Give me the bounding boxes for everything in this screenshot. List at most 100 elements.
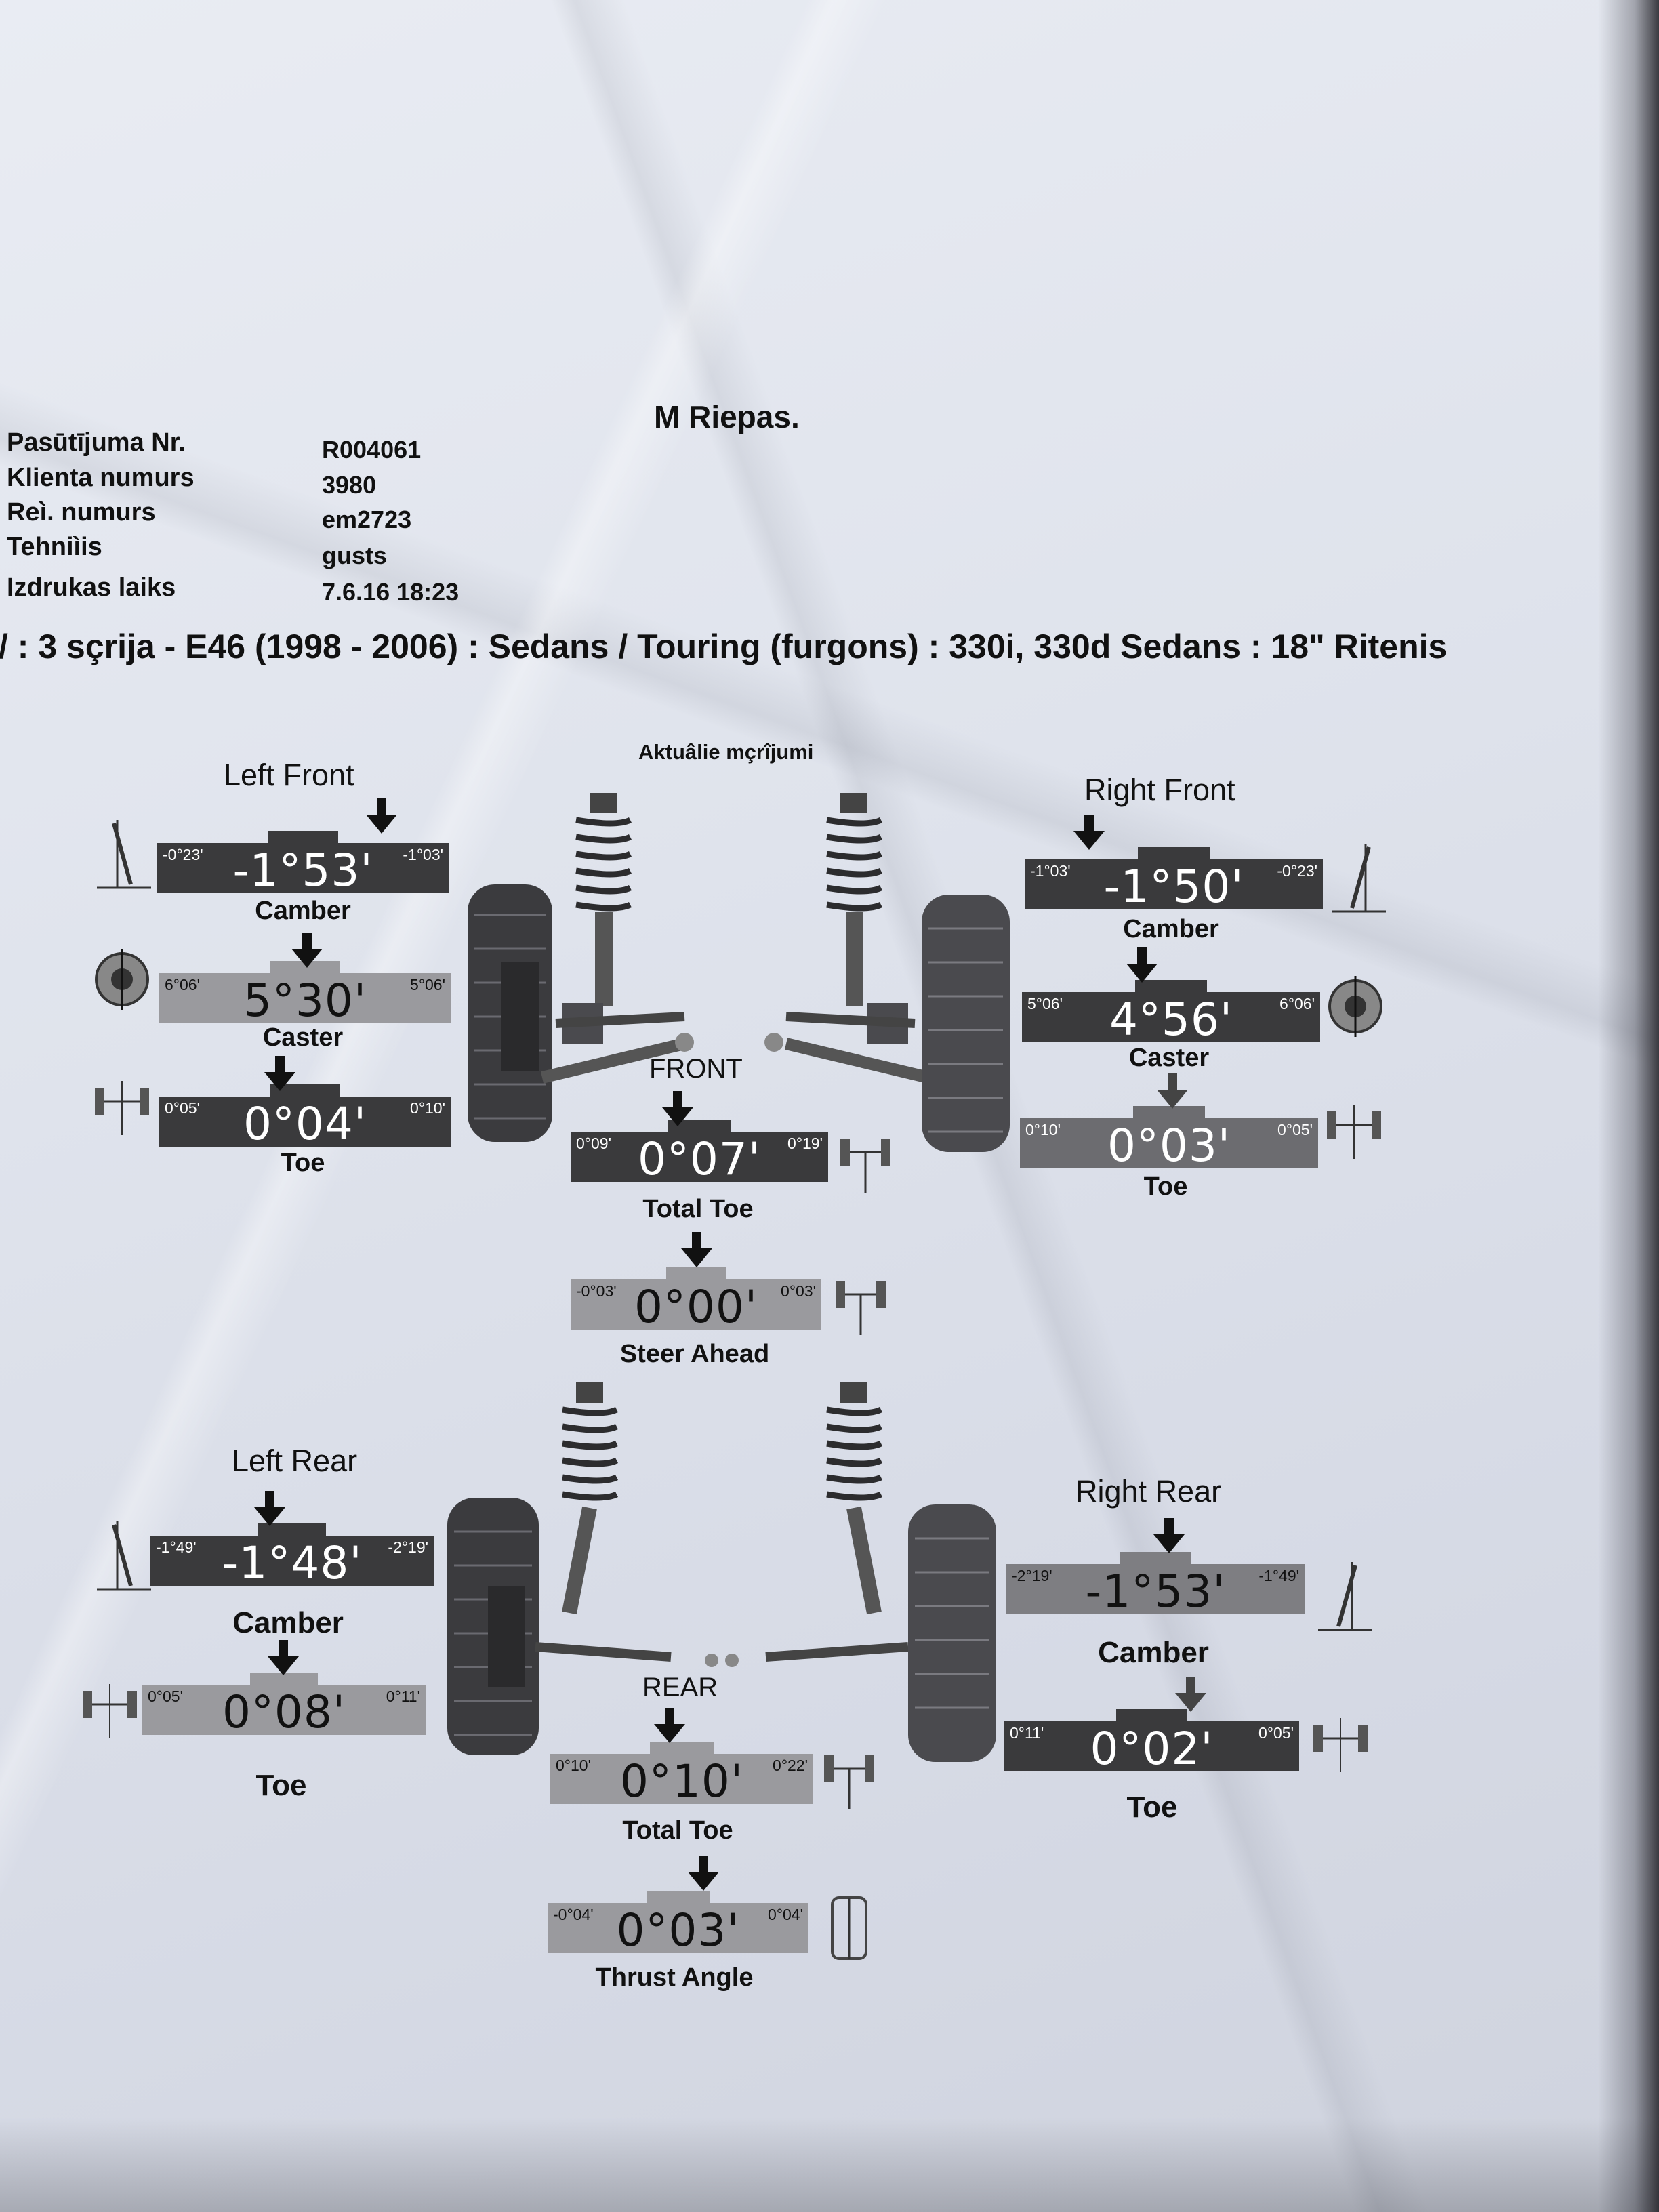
gauge-notch: [1116, 1709, 1187, 1725]
down-arrow-icon: [1126, 947, 1158, 983]
gauge-value: -1°53': [1085, 1565, 1226, 1618]
gauge-min: -1°03': [1030, 862, 1071, 880]
print-time-label: Izdrukas laiks: [7, 573, 176, 602]
gauge-notch: [258, 1523, 327, 1540]
gauge-notch: [1133, 1106, 1205, 1122]
right-front-caster-label: Caster: [1128, 1044, 1210, 1072]
left-rear-camber-label: Camber: [232, 1606, 344, 1639]
gauge-value: 0°04': [243, 1098, 367, 1150]
right-rear-camber-label: Camber: [1098, 1636, 1209, 1669]
gauge-min: 6°06': [165, 976, 200, 994]
client-number-value: 3980: [322, 471, 377, 499]
gauge-notch: [1138, 847, 1210, 863]
gauge-value: -1°48': [222, 1537, 363, 1589]
thrust-angle-gauge: -0°04' 0°04' 0°03': [548, 1891, 808, 1954]
left-rear-toe-gauge: 0°05' 0°11' 0°08': [142, 1673, 426, 1736]
down-arrow-icon: [254, 1491, 285, 1526]
gauge-bar: [1022, 992, 1320, 1042]
gauge-bar: [548, 1903, 808, 1953]
gauge-min: -2°19': [1012, 1567, 1052, 1584]
gauge-min: 0°05': [165, 1099, 200, 1117]
left-rear-label: Left Rear: [232, 1443, 358, 1478]
down-arrow-icon: [366, 798, 397, 834]
gauge-bar: [571, 1132, 828, 1182]
rear-total-toe-label: Total Toe: [622, 1816, 733, 1845]
left-front-camber-label: Camber: [255, 897, 351, 925]
gauge-max: -0°23': [1277, 862, 1317, 880]
total-toe-diagram-icon: [840, 1139, 890, 1193]
down-arrow-icon: [681, 1232, 712, 1267]
gauge-max: 0°11': [386, 1687, 420, 1705]
gauge-bar: [142, 1685, 426, 1735]
right-rear-toe-gauge: 0°11' 0°05' 0°02': [1004, 1709, 1299, 1773]
gauge-max: 0°10': [410, 1099, 445, 1117]
gauge-bar: [1020, 1118, 1318, 1168]
gauge-value: 0°07': [637, 1133, 762, 1185]
rear-axle-label: REAR: [642, 1673, 718, 1702]
rear-total-toe-gauge: 0°10' 0°22' 0°10': [550, 1742, 813, 1807]
down-arrow-icon: [1157, 1073, 1188, 1109]
down-arrow-icon: [264, 1056, 295, 1091]
gauge-min: 0°05': [148, 1687, 183, 1705]
right-front-caster-gauge: 5°06' 6°06' 4°56': [1022, 980, 1320, 1046]
down-arrow-icon: [1153, 1518, 1185, 1553]
right-front-camber-label: Camber: [1123, 915, 1219, 943]
gauge-min: -1°49': [156, 1538, 197, 1556]
gauge-min: -0°03': [576, 1282, 617, 1300]
print-time-value: 7.6.16 18:23: [322, 578, 459, 606]
steer-ahead-label: Steer Ahead: [619, 1340, 770, 1368]
gauge-bar: [157, 843, 449, 893]
gauge-notch: [1135, 980, 1207, 996]
steer-ahead-diagram-icon: [836, 1281, 886, 1335]
gauge-bar: [1006, 1564, 1305, 1614]
gauge-min: 5°06': [1027, 995, 1063, 1012]
down-arrow-icon: [1175, 1677, 1206, 1712]
gauge-notch: [268, 831, 338, 847]
gauge-bar: [1004, 1721, 1299, 1771]
right-rear-camber-gauge: -2°19' -1°49' -1°53': [1006, 1552, 1305, 1618]
total-toe-diagram-icon: [824, 1755, 874, 1809]
left-front-caster-gauge: 6°06' 5°06' 5°30': [159, 961, 451, 1025]
gauge-max: 0°05': [1277, 1121, 1313, 1139]
down-arrow-icon: [268, 1640, 299, 1675]
gauge-max: -1°49': [1258, 1567, 1299, 1584]
gauge-bar: [159, 973, 451, 1023]
toe-diagram-icon: [1327, 1105, 1381, 1159]
front-total-toe-gauge: 0°09' 0°19' 0°07': [571, 1120, 828, 1185]
paper-bottom-shadow: [0, 2117, 1659, 2212]
left-rear-toe-label: Toe: [255, 1769, 307, 1802]
vehicle-description: / : 3 sçrija - E46 (1998 - 2006) : Sedan…: [0, 628, 1448, 665]
down-arrow-icon: [291, 933, 323, 968]
gauge-max: 0°05': [1258, 1724, 1294, 1742]
thrust-angle-label: Thrust Angle: [595, 1963, 754, 1992]
gauge-max: 0°03': [781, 1282, 816, 1300]
gauge-bar: [159, 1097, 451, 1147]
gauge-min: 0°09': [576, 1134, 611, 1152]
gauge-value: -1°53': [232, 844, 373, 897]
left-front-toe-label: Toe: [281, 1149, 325, 1177]
camber-diagram-icon: [1332, 844, 1386, 913]
thrust-angle-diagram-icon: [831, 1896, 867, 1960]
gauge-notch: [665, 1267, 726, 1284]
left-front-camber-gauge: -0°23' -1°03' -1°53': [157, 831, 449, 897]
toe-diagram-icon: [95, 1081, 149, 1135]
gauge-min: 0°10': [556, 1757, 591, 1774]
toe-diagram-icon: [83, 1684, 137, 1738]
gauge-max: 5°06': [410, 976, 445, 994]
gauge-min: -0°04': [553, 1906, 594, 1923]
shop-name: M Riepas.: [654, 399, 800, 434]
client-number-label: Klienta numurs: [7, 464, 194, 492]
gauge-value: -1°50': [1103, 861, 1244, 913]
left-front-label: Left Front: [224, 758, 354, 792]
registration-number-value: em2723: [322, 506, 412, 533]
gauge-max: 0°19': [787, 1134, 823, 1152]
paper-edge-shadow: [1598, 0, 1659, 2212]
gauge-bar: [150, 1536, 434, 1586]
gauge-value: 0°10': [619, 1755, 744, 1807]
gauge-value: 0°03': [1107, 1120, 1231, 1172]
gauge-value: 4°56': [1109, 994, 1233, 1046]
gauge-value: 0°00': [634, 1281, 758, 1333]
right-front-camber-gauge: -1°03' -0°23' -1°50': [1025, 847, 1323, 913]
left-rear-camber-gauge: -1°49' -2°19' -1°48': [150, 1523, 434, 1589]
right-front-toe-gauge: 0°10' 0°05' 0°03': [1020, 1106, 1318, 1172]
